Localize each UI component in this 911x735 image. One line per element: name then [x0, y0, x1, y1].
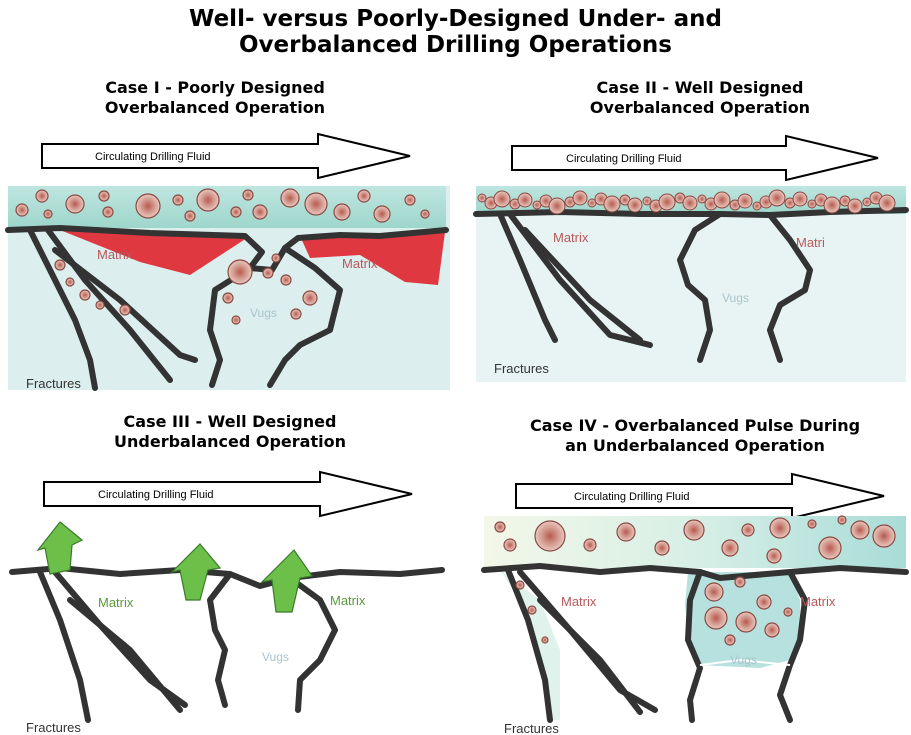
inflow-arrow-icon — [38, 522, 82, 574]
filter-cake-particle — [683, 196, 697, 210]
filter-cake-particle — [643, 197, 651, 205]
filter-cake-particle — [478, 194, 486, 202]
filter-cake-particle — [769, 190, 785, 206]
case-3-rock-outline — [12, 568, 442, 720]
case-3-vugs-label: Vugs — [262, 650, 289, 664]
case-1-fractures-label: Fractures — [26, 376, 81, 391]
case-4-arrow-label: Circulating Drilling Fluid — [574, 491, 690, 503]
case-1-circulating-arrow: Circulating Drilling Fluid — [42, 134, 410, 178]
case-3-diagram: Circulating Drilling Fluid Matrix Matrix… — [12, 472, 442, 735]
filter-cake-particle — [824, 197, 840, 213]
case-4-vugs-label: Vugs — [730, 653, 757, 667]
case-4-matrix-right-label: Matrix — [800, 594, 836, 609]
filter-cake-particle — [494, 191, 510, 207]
case-3-matrix-right-label: Matrix — [330, 593, 366, 608]
case-1-matrix-left-label: Matrix — [97, 247, 133, 262]
case-2-arrow-label: Circulating Drilling Fluid — [566, 153, 682, 165]
filter-cake-particle — [879, 195, 895, 211]
case-2-matrix-right-label: Matri — [796, 235, 825, 250]
case-3-circulating-arrow: Circulating Drilling Fluid — [44, 472, 412, 516]
case-2-circulating-arrow: Circulating Drilling Fluid — [512, 136, 878, 180]
inflow-arrow-icon — [262, 550, 312, 612]
filter-cake-particle — [604, 196, 620, 212]
filter-cake-particle — [659, 194, 675, 210]
case-2-fractures-label: Fractures — [494, 361, 549, 376]
case-2-matrix-left-label: Matrix — [553, 230, 589, 245]
case-4-fracture-fill — [500, 570, 560, 720]
filter-cake-particle — [714, 192, 730, 208]
filter-cake-particle — [848, 199, 862, 213]
filter-cake-particle — [738, 194, 752, 208]
filter-cake-particle — [549, 198, 565, 214]
filter-cake-particle — [518, 193, 532, 207]
filter-cake-particle — [698, 195, 706, 203]
case-4-matrix-left-label: Matrix — [561, 594, 597, 609]
case-1-arrow-label: Circulating Drilling Fluid — [95, 151, 211, 163]
case-3-arrow-label: Circulating Drilling Fluid — [98, 489, 214, 501]
filter-cake-particle — [793, 192, 807, 206]
case-4-diagram: Circulating Drilling Fluid — [484, 474, 906, 735]
case-2-vugs-label: Vugs — [722, 291, 749, 305]
filter-cake-particle — [573, 191, 587, 205]
filter-cake-particle — [628, 198, 642, 212]
case-3-matrix-left-label: Matrix — [98, 595, 134, 610]
case-1-matrix-right-label: Matrix — [342, 256, 378, 271]
case-1-diagram: Circulating Drilling Fluid — [8, 134, 450, 391]
case-2-diagram: Circulating Drilling Fluid Matrix Matri … — [476, 136, 906, 382]
case-1-vugs-label: Vugs — [250, 306, 277, 320]
case-4-fractures-label: Fractures — [504, 721, 559, 735]
case-3-fractures-label: Fractures — [26, 720, 81, 735]
case-4-circulating-arrow: Circulating Drilling Fluid — [516, 474, 884, 518]
